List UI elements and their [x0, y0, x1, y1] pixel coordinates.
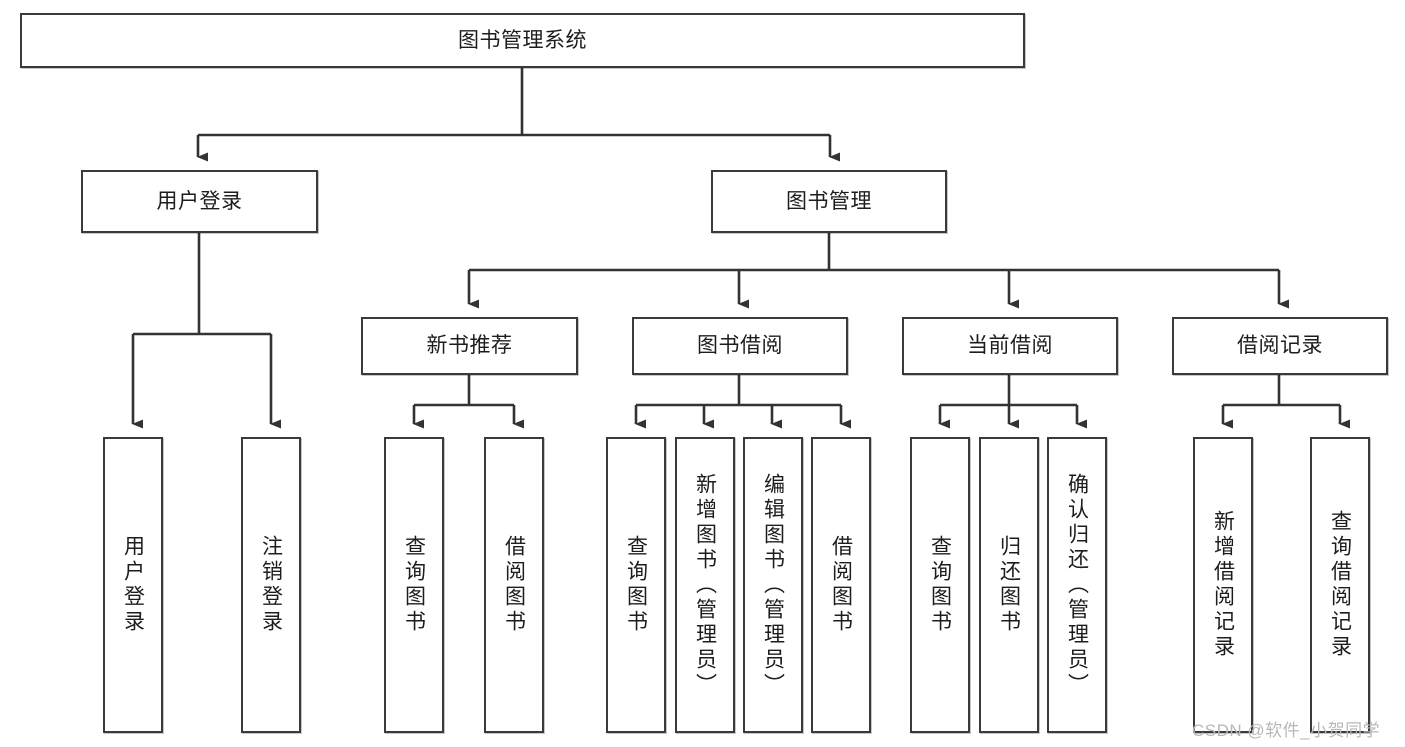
node-new-book-recommend[interactable]: 新书推荐	[361, 317, 578, 375]
node-current-borrow[interactable]: 当前借阅	[902, 317, 1118, 375]
leaf-edit-book-admin[interactable]: 编辑图书（管理员）	[743, 437, 803, 733]
leaf-add-borrow-record-label: 新增借阅记录	[1211, 510, 1235, 660]
leaf-return-book-label: 归还图书	[997, 535, 1021, 635]
leaf-logout-label: 注销登录	[259, 535, 283, 635]
node-book-borrow-label: 图书借阅	[697, 334, 783, 358]
leaf-query-book-current[interactable]: 查询图书	[910, 437, 970, 733]
leaf-confirm-return-admin-label: 确认归还（管理员）	[1065, 472, 1089, 698]
edge-borrow-to-leaves	[634, 375, 851, 429]
leaf-add-book-admin-label: 新增图书（管理员）	[693, 472, 717, 698]
node-root-label: 图书管理系统	[458, 28, 587, 52]
leaf-borrow-book-recommend-label: 借阅图书	[502, 535, 526, 635]
node-new-book-recommend-label: 新书推荐	[426, 334, 513, 358]
leaf-edit-book-admin-label: 编辑图书（管理员）	[761, 472, 785, 698]
leaf-borrow-book-label: 借阅图书	[829, 535, 853, 635]
leaf-query-borrow-record[interactable]: 查询借阅记录	[1310, 437, 1370, 733]
node-current-borrow-label: 当前借阅	[967, 334, 1053, 358]
edge-root-to-level2	[196, 68, 840, 162]
edge-newbook-to-leaves	[412, 375, 524, 429]
node-book-borrow[interactable]: 图书借阅	[632, 317, 848, 375]
leaf-add-borrow-record[interactable]: 新增借阅记录	[1193, 437, 1253, 733]
leaf-return-book[interactable]: 归还图书	[979, 437, 1039, 733]
edge-record-to-leaves	[1221, 375, 1350, 429]
leaf-query-book-current-label: 查询图书	[928, 535, 952, 635]
edge-current-to-leaves	[938, 375, 1087, 429]
leaf-borrow-book-recommend[interactable]: 借阅图书	[484, 437, 544, 733]
node-user-login[interactable]: 用户登录	[81, 170, 318, 233]
leaf-user-login[interactable]: 用户登录	[103, 437, 163, 733]
node-borrow-record-label: 借阅记录	[1237, 334, 1323, 358]
node-book-management[interactable]: 图书管理	[711, 170, 947, 233]
leaf-query-borrow-record-label: 查询借阅记录	[1328, 510, 1352, 660]
leaf-query-book-borrow-label: 查询图书	[624, 535, 648, 635]
leaf-confirm-return-admin[interactable]: 确认归还（管理员）	[1047, 437, 1107, 733]
edge-userlogin-to-leaves	[131, 233, 281, 429]
node-root[interactable]: 图书管理系统	[20, 13, 1025, 68]
leaf-add-book-admin[interactable]: 新增图书（管理员）	[675, 437, 735, 733]
leaf-query-book-recommend[interactable]: 查询图书	[384, 437, 444, 733]
leaf-query-book-borrow[interactable]: 查询图书	[606, 437, 666, 733]
leaf-query-book-recommend-label: 查询图书	[402, 535, 426, 635]
node-user-login-label: 用户登录	[156, 189, 243, 213]
watermark-text: CSDN @软件_小贺同学	[1192, 721, 1381, 740]
node-book-management-label: 图书管理	[786, 189, 872, 213]
edge-bookmgmt-to-level3	[467, 233, 1289, 309]
leaf-borrow-book[interactable]: 借阅图书	[811, 437, 871, 733]
leaf-user-login-label: 用户登录	[121, 535, 145, 635]
leaf-logout[interactable]: 注销登录	[241, 437, 301, 733]
node-borrow-record[interactable]: 借阅记录	[1172, 317, 1388, 375]
